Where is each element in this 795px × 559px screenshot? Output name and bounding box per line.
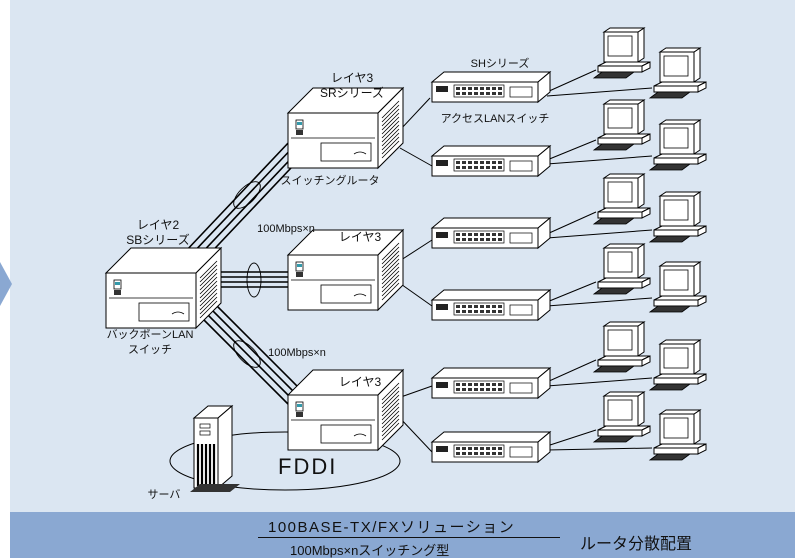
footer-right-title: ルータ分散配置 — [580, 536, 693, 553]
access-switch-4 — [431, 289, 551, 321]
pc-5a — [593, 321, 651, 373]
sb-series-label: SBシリーズ — [126, 232, 189, 247]
footer-bar — [10, 512, 795, 558]
network-diagram: レイヤ2 SBシリーズ バックボーンLAN スイッチ レイヤ3 SRシリーズ ス… — [105, 27, 707, 501]
sr-middle-layer-label: レイヤ3 — [339, 230, 382, 244]
pc-3a — [593, 173, 651, 225]
sh-series-label: SHシリーズ — [471, 56, 530, 70]
pc-6b — [649, 409, 707, 461]
backbone-switch-sb — [105, 247, 222, 329]
access-switch-5 — [431, 367, 551, 399]
pc-5b — [649, 339, 707, 391]
fddi-ring — [169, 431, 401, 491]
footer-numerator: 100BASE-TX/FXソリューション — [268, 519, 516, 536]
pc-6a — [593, 391, 651, 443]
link-speed-upper: 100Mbps×n — [257, 223, 315, 235]
pc-1b — [649, 47, 707, 99]
pc-3b — [649, 191, 707, 243]
access-switch-2 — [431, 145, 551, 177]
access-switch-6 — [431, 431, 551, 463]
pc-2b — [649, 119, 707, 171]
server-tower — [190, 404, 240, 492]
fddi-label: FDDI — [278, 454, 337, 479]
pc-4a — [593, 243, 651, 295]
pc-2a — [593, 99, 651, 151]
access-switch-1 — [431, 71, 551, 103]
switching-router-label: スイッチングルータ — [281, 173, 380, 187]
sb-layer-label: レイヤ2 — [137, 218, 180, 232]
footer-denominator: 100Mbps×nスイッチング型 — [290, 543, 450, 558]
footer-fraction-rule — [258, 537, 560, 538]
sr-bottom-layer-label: レイヤ3 — [339, 375, 382, 389]
access-switch-3 — [431, 217, 551, 249]
router-sr-top — [287, 87, 404, 169]
access-links — [397, 69, 653, 453]
server-label: サーバ — [148, 488, 181, 501]
pc-4b — [649, 261, 707, 313]
left-arrow-icon — [0, 262, 12, 306]
sr-top-layer-label: レイヤ3 — [331, 71, 374, 85]
access-switch-label: アクセスLANスイッチ — [441, 112, 550, 125]
aggregation-loops — [233, 181, 262, 368]
pc-1a — [593, 27, 651, 79]
link-speed-lower: 100Mbps×n — [268, 347, 326, 359]
sr-top-series-label: SRシリーズ — [320, 85, 384, 100]
backbone-label-line2: スイッチ — [128, 343, 172, 356]
backbone-label-line1: バックボーンLAN — [107, 328, 194, 341]
